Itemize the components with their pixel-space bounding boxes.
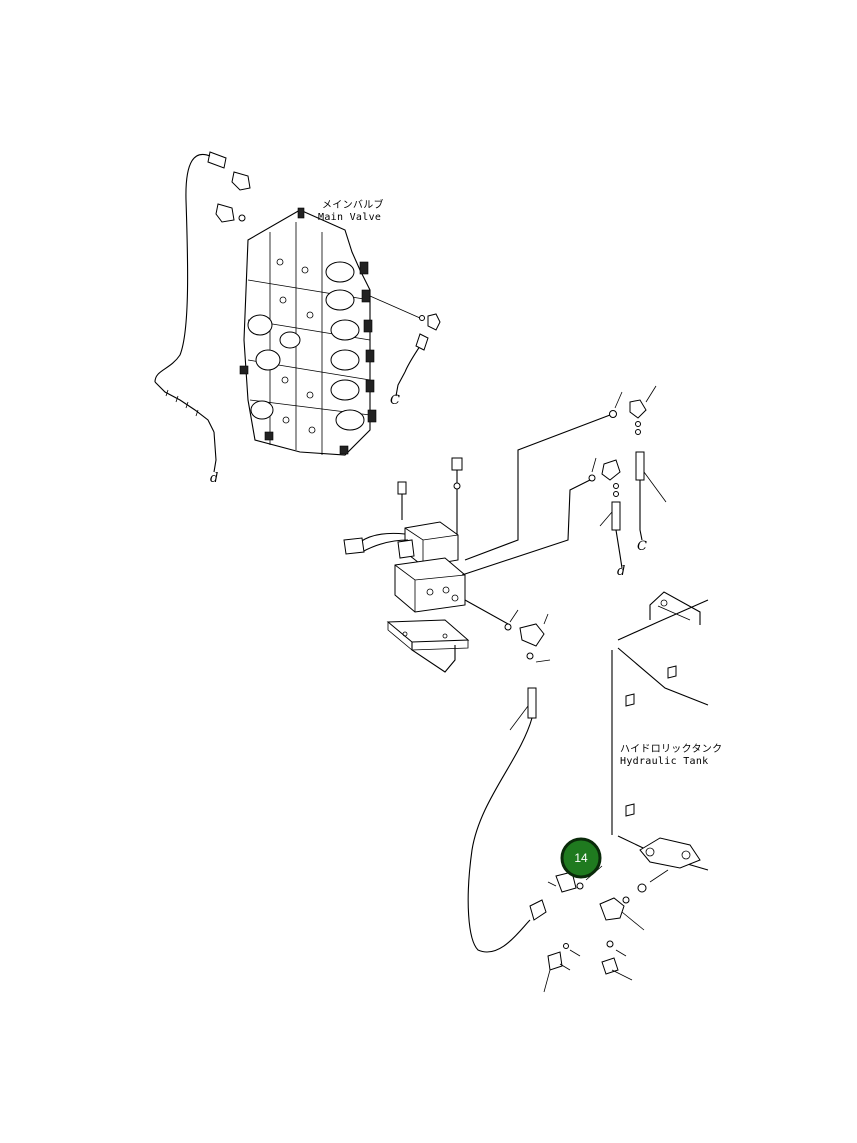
connector-c-upper: C: [390, 393, 400, 408]
connector-d-left: d: [210, 471, 218, 486]
fitting-c-upper: C: [369, 295, 441, 408]
main-valve-label: メインバルブ Main Valve: [318, 198, 384, 223]
main-valve-label-en: Main Valve: [318, 212, 381, 223]
connector-d-right: d: [617, 564, 625, 579]
connector-c-right: C: [637, 539, 647, 554]
main-valve-label-jp: メインバルブ: [322, 198, 384, 211]
lower-fittings: [543, 865, 645, 993]
main-valve-assembly: [239, 207, 377, 456]
hydraulic-tank-label-jp: ハイドロリックタンク: [620, 743, 722, 755]
hydraulic-tank-label-en: Hydraulic Tank: [620, 756, 709, 767]
return-hose: [467, 687, 547, 953]
top-fittings: [207, 151, 251, 223]
plate-fitting: [504, 609, 551, 663]
callout-14[interactable]: 14: [560, 837, 602, 879]
pilot-lines: [461, 414, 611, 626]
solenoid-valve-block: [343, 457, 470, 673]
hydraulic-tank: ハイドロリックタンク Hydraulic Tank: [611, 591, 722, 893]
right-fittings-upper: d C: [588, 385, 667, 579]
hose-left-d: d: [154, 153, 218, 486]
callout-number: 14: [574, 851, 588, 865]
